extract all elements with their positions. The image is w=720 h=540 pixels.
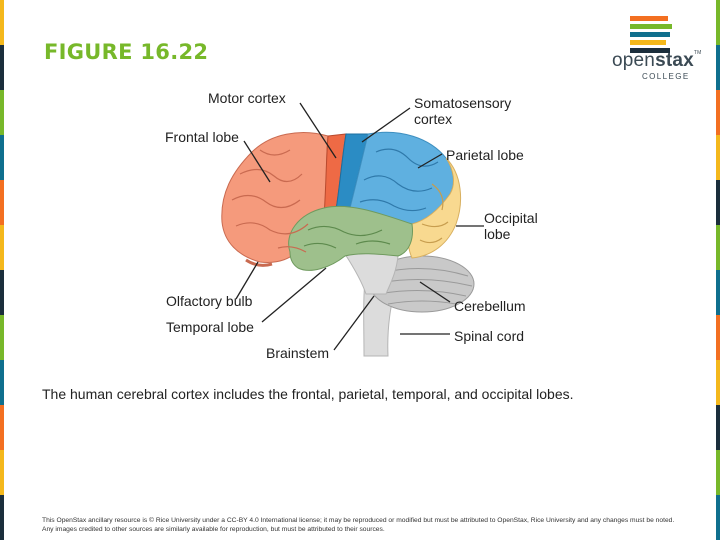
logo-word-bold: stax xyxy=(655,50,694,71)
label-brainstem: Brainstem xyxy=(266,345,330,361)
edge-stripe-segment xyxy=(0,135,4,180)
logo-subtitle: COLLEGE xyxy=(642,72,690,81)
edge-stripe-segment xyxy=(716,180,720,225)
label-occipital-lobe: Occipital lobe xyxy=(484,210,538,242)
edge-stripe-segment xyxy=(716,450,720,495)
label-cerebellum: Cerebellum xyxy=(454,298,526,314)
edge-stripe-segment xyxy=(0,495,4,540)
edge-stripe-segment xyxy=(0,225,4,270)
leader-motor-cortex xyxy=(299,102,337,159)
leader-somatosensory-cortex xyxy=(361,107,411,143)
license-footer: This OpenStax ancillary resource is © Ri… xyxy=(42,517,675,533)
edge-stripe-segment xyxy=(716,45,720,90)
edge-stripe-segment xyxy=(0,270,4,315)
label-motor-cortex: Motor cortex xyxy=(208,90,286,106)
edge-stripe-segment xyxy=(0,315,4,360)
leader-olfactory-bulb xyxy=(235,261,259,300)
leader-brainstem xyxy=(333,295,375,351)
edge-stripe-segment xyxy=(0,450,4,495)
leader-cerebellum xyxy=(419,281,451,303)
edge-stripe-segment xyxy=(716,90,720,135)
edge-stripe-segment xyxy=(0,360,4,405)
leader-frontal-lobe xyxy=(243,140,271,183)
logo-bar xyxy=(630,16,668,21)
temporal-lobe-shape xyxy=(288,205,413,271)
label-spinal-cord: Spinal cord xyxy=(454,328,525,344)
olfactory-bulb-shape xyxy=(245,258,273,267)
label-frontal-lobe: Frontal lobe xyxy=(165,129,239,145)
leader-parietal-lobe xyxy=(417,153,443,169)
cortex-folds xyxy=(231,148,449,253)
edge-stripe-segment xyxy=(0,180,4,225)
label-temporal-lobe: Temporal lobe xyxy=(166,319,254,335)
edge-stripe-segment xyxy=(0,405,4,450)
edge-stripe-segment xyxy=(716,270,720,315)
figure-title: FIGURE 16.22 xyxy=(44,40,209,64)
right-accent-stripe xyxy=(716,0,720,540)
logo-wordmark: openstaxTM xyxy=(612,50,702,72)
edge-stripe-segment xyxy=(716,405,720,450)
figure-caption: The human cerebral cortex includes the f… xyxy=(42,386,574,402)
logo-bar xyxy=(630,24,672,29)
edge-stripe-segment xyxy=(0,90,4,135)
label-somatosensory-cortex: Somatosensory cortex xyxy=(414,95,512,127)
openstax-college-logo: openstaxTM COLLEGE xyxy=(608,16,701,81)
edge-stripe-segment xyxy=(716,315,720,360)
logo-bar xyxy=(630,48,670,53)
edge-stripe-segment xyxy=(0,45,4,90)
logo-bars-icon xyxy=(630,16,672,53)
leader-lines xyxy=(235,102,484,351)
edge-stripe-segment xyxy=(716,135,720,180)
label-parietal-lobe: Parietal lobe xyxy=(446,147,524,163)
edge-stripe-segment xyxy=(716,0,720,45)
left-accent-stripe xyxy=(0,0,4,540)
brain-illustration xyxy=(221,102,484,357)
leader-temporal-lobe xyxy=(261,267,327,323)
edge-stripe-segment xyxy=(0,0,4,45)
edge-stripe-segment xyxy=(716,225,720,270)
edge-stripe-segment xyxy=(716,360,720,405)
logo-bar xyxy=(630,40,666,45)
logo-word-light: open xyxy=(612,50,656,71)
logo-trademark: TM xyxy=(693,50,702,56)
edge-stripe-segment xyxy=(716,495,720,540)
brain-diagram: Motor cortex Somatosensory cortex Fronta… xyxy=(150,84,570,364)
logo-bar xyxy=(630,32,670,37)
label-olfactory-bulb: Olfactory bulb xyxy=(166,293,253,309)
